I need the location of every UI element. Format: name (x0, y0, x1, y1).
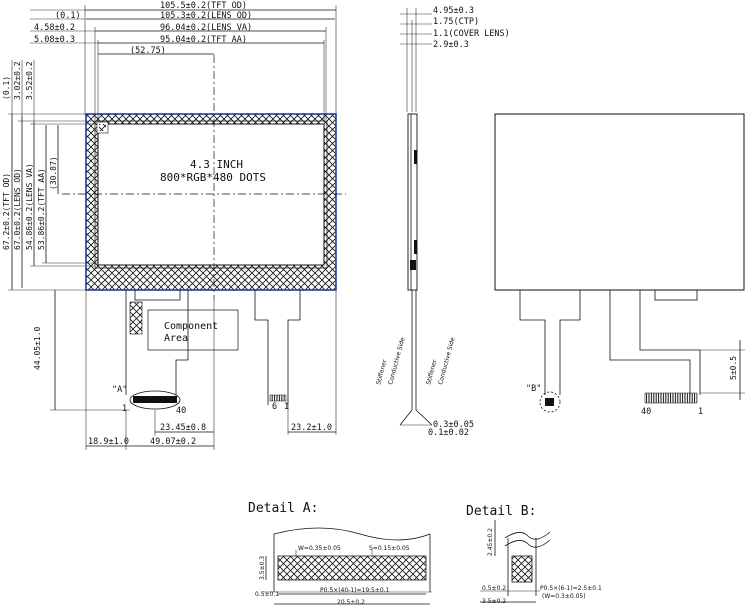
detail-a-pitch: P0.5×(40-1)=19.5±0.1 (320, 587, 390, 594)
corner-mark-fill (99, 124, 106, 131)
stiffener-label-right: Stiffener (425, 358, 439, 385)
detail-a: Detail A: W=0.35±0.05 S=0.15±0.05 3.5±0.… (248, 501, 432, 606)
ctp-fpc (254, 290, 337, 435)
stiffener-label-left: Stiffener (375, 358, 389, 385)
detail-a-contacts (277, 555, 427, 581)
detail-b-marker: "B" (526, 384, 541, 394)
dim-offset-y-302: 3.02±0.2 (13, 61, 22, 100)
tft-outline (85, 113, 337, 291)
dim-cover-lens-thickness: 1.1(COVER LENS) (433, 29, 510, 39)
detail-b-edge: 0.5±0.2 (482, 585, 506, 592)
front-view: 105.5±0.2(TFT OD) 105.3±0.2(LENS OD) 96.… (2, 1, 346, 450)
back-panel-outline (494, 113, 745, 291)
detail-b: Detail B: 2.45±0.2 0.5±0.2 P0.5×(6-1)=2.… (466, 504, 602, 605)
dim-fpc-to-center: 49.07±0.2 (150, 437, 196, 447)
detail-a-height: 3.5±0.3 (259, 556, 266, 580)
panel-size-label: 4.3 INCH (190, 158, 243, 171)
dim-back-fpc-offset: 5±0.5 (729, 356, 738, 380)
dim-offset-y-01: (0.1) (2, 76, 11, 100)
fpc-contacts-a (133, 396, 177, 403)
active-area (97, 123, 325, 266)
panel-resolution-label: 800*RGB*480 DOTS (160, 171, 266, 184)
dim-fpc-length: 44.05±1.0 (33, 326, 42, 370)
detail-b-contacts (511, 555, 533, 583)
component-area-box (147, 309, 239, 351)
conductive-side-label-right: Conductive Side (437, 336, 456, 385)
back-pin-1-label: 1 (698, 407, 703, 417)
main-fpc (125, 290, 239, 410)
side-module-body (407, 113, 418, 291)
component-label-line1: Component (164, 321, 218, 332)
dim-ctp-thickness: 1.75(CTP) (433, 17, 479, 27)
back-view: "B" 40 1 5±0.5 (494, 113, 745, 417)
lens-va-outline (94, 120, 328, 269)
dim-offset-y-352: 3.52±0.2 (25, 61, 34, 100)
dim-tft-od-width: 105.5±0.2(TFT OD) (160, 1, 247, 11)
dim-module-thickness: 4.95±0.3 (433, 6, 474, 16)
detail-b-title: Detail B: (466, 504, 536, 519)
dim-fpc-center-offset: 23.45±0.8 (160, 423, 206, 433)
detail-a-width: W=0.35±0.05 (298, 545, 341, 552)
detail-b-width: (W=0.3±0.05) (542, 593, 586, 600)
fpc-pin-40-label: 40 (176, 406, 186, 416)
dim-tft-od-height: 67.2±0.2(TFT OD) (2, 173, 11, 250)
detail-a-spacing: S=0.15±0.05 (369, 545, 410, 552)
detail-a-edge: 0.5±0.1 (255, 591, 279, 598)
detail-a-title: Detail A: (248, 501, 318, 516)
dim-lens-od-height: 67.0±0.2(LENS OD) (13, 168, 22, 250)
top-dimension-lines (30, 5, 337, 122)
side-view: 4.95±0.3 1.75(CTP) 1.1(COVER LENS) 2.9±0… (375, 6, 510, 438)
dim-ctp-fpc-offset: 23.2±1.0 (291, 423, 332, 433)
dim-center-y: (30.87) (49, 156, 58, 190)
detail-a-circle (129, 390, 181, 410)
dim-tft-thickness: 2.9±0.3 (433, 40, 469, 50)
detail-b-total: 3.5±0.2 (482, 598, 506, 605)
detail-b-pitch: P0.5×(6-1)=2.5±0.1 (540, 585, 602, 592)
ctp-pin-1-label: 1 (284, 402, 289, 412)
conductive-side-label-left: Conductive Side (387, 336, 406, 385)
stiffener-block (129, 301, 143, 335)
dim-offset-01: (0.1) (55, 11, 81, 21)
fpc-contacts-back (644, 392, 698, 404)
dim-tft-aa-width: 95.04±0.2(TFT AA) (160, 35, 247, 45)
fpc-pin-1-label: 1 (122, 404, 127, 414)
dim-fpc-left-offset: 18.9±1.0 (88, 437, 129, 447)
component-label-line2: Area (164, 333, 188, 344)
detail-b-circle (539, 391, 561, 413)
dim-lens-va-width: 96.04±0.2(LENS VA) (160, 23, 252, 33)
ctp-pin-6-label: 6 (272, 402, 277, 412)
dim-fpc-gap: 0.1±0.02 (428, 428, 469, 438)
back-pin-40-label: 40 (641, 407, 651, 417)
dim-lens-od-width: 105.3±0.2(LENS OD) (160, 11, 252, 21)
dim-lens-va-height: 54.86±0.2(LENS VA) (25, 163, 34, 250)
dim-offset-508: 5.08±0.3 (34, 35, 75, 45)
dim-center-x: (52.75) (130, 46, 166, 56)
dim-fpc-thickness: 0.3±0.05 (433, 420, 474, 430)
dim-offset-458: 4.58±0.2 (34, 23, 75, 33)
detail-b-height: 2.45±0.2 (487, 528, 494, 556)
detail-a-total: 20.5±0.2 (337, 599, 365, 606)
dim-tft-aa-height: 53.86±0.2(TFT AA) (37, 168, 46, 250)
detail-a-marker: "A" (112, 385, 127, 395)
